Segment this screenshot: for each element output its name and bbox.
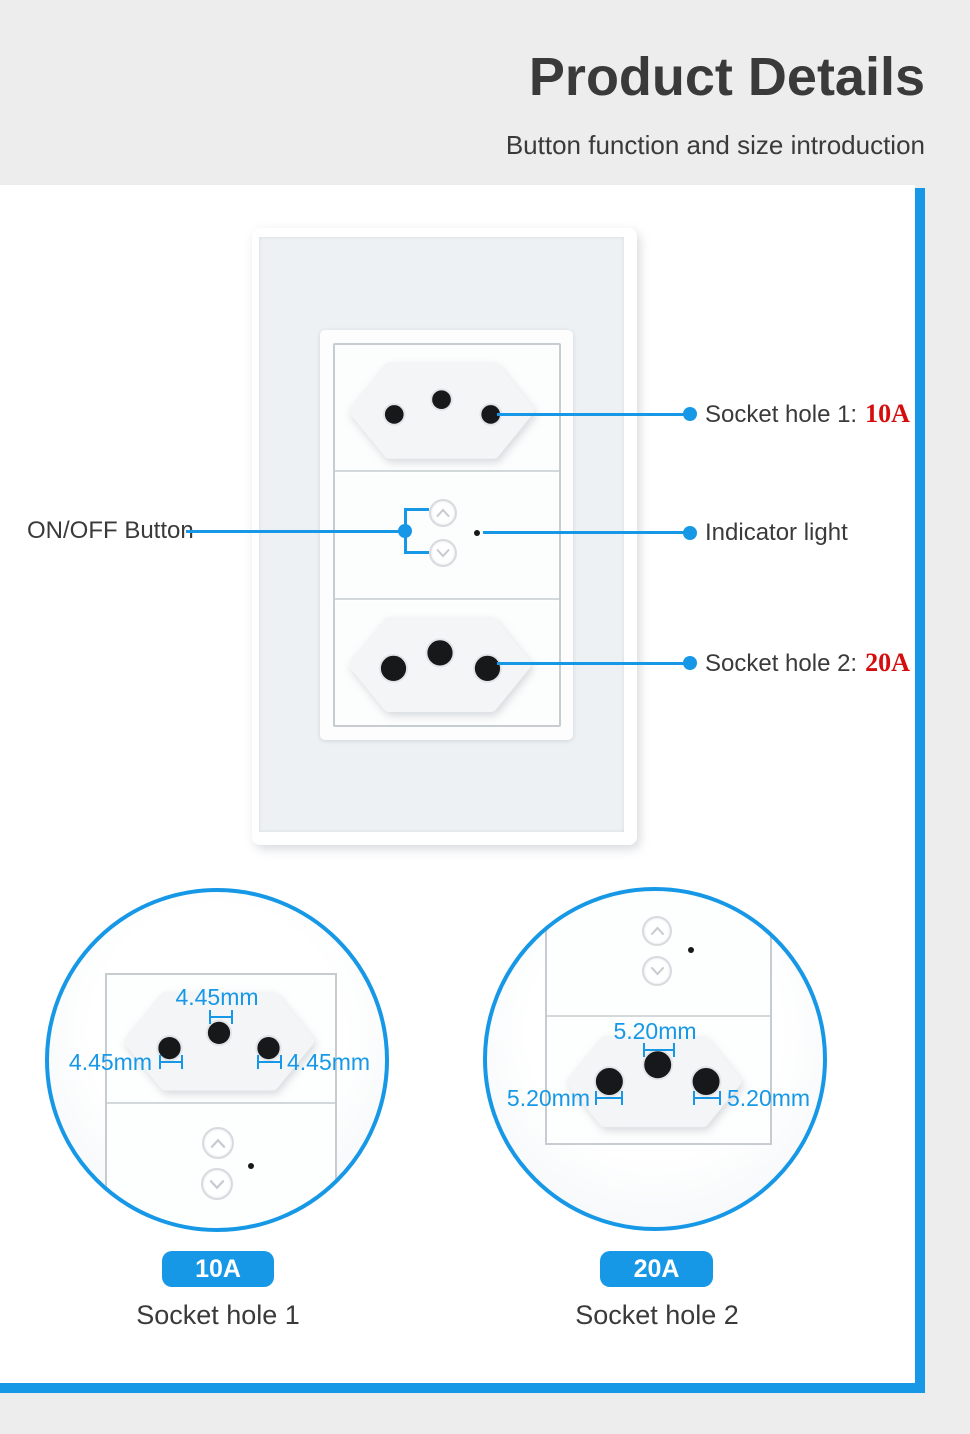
leader-dot (683, 407, 697, 421)
indicator-dot (248, 1163, 254, 1169)
callout-onoff-label: ON/OFF Button (27, 517, 194, 544)
pin-hole-left (382, 403, 406, 426)
page-subtitle: Button function and size introduction (505, 130, 925, 160)
callout-line-socket2 (497, 662, 687, 665)
chevron-down-icon (436, 549, 450, 558)
on-off-down-button (201, 1168, 233, 1200)
socket-hole-2-icon (348, 617, 532, 712)
module-divider-bottom (335, 598, 559, 600)
amp-badge-10a: 10A (162, 1251, 274, 1287)
socket-hole-1-icon (348, 362, 535, 459)
chevron-down-icon (650, 967, 664, 976)
pin-hole-right (472, 653, 502, 683)
page-title: Product Details (528, 47, 925, 107)
on-off-up-button (642, 916, 672, 946)
leader-dot (683, 526, 697, 540)
callout-socket1-label: Socket hole 1: 10A (705, 399, 910, 430)
callout-socket2-text: Socket hole 2: (705, 650, 858, 677)
pin-hole-center (430, 388, 453, 411)
indicator-dot (688, 947, 694, 953)
callout-bracket-vertical (404, 508, 407, 554)
dim-right-label: 4.45mm (287, 1049, 371, 1075)
callout-bracket-bottom (404, 551, 429, 554)
dim-right-bracket (693, 1091, 721, 1105)
dim-left-bracket (595, 1091, 623, 1105)
callout-socket1-text: Socket hole 1: (705, 401, 858, 428)
callout-bracket-top (404, 508, 429, 511)
callout-line-onoff (186, 530, 405, 533)
caption-socket1: Socket hole 1 (136, 1300, 300, 1330)
dim-left-label: 5.20mm (506, 1085, 590, 1111)
pin-hole-center (205, 1019, 233, 1047)
callout-line-indicator (483, 531, 687, 534)
dim-top-label: 5.20mm (613, 1018, 697, 1044)
caption-socket2: Socket hole 2 (575, 1300, 739, 1330)
on-off-down-button (642, 956, 672, 986)
dim-right-bracket (257, 1055, 282, 1069)
chevron-up-icon (650, 926, 664, 935)
amp-badge-20a: 20A (600, 1251, 713, 1287)
callout-socket2-label: Socket hole 2: 20A (705, 648, 910, 679)
panel-divider (547, 1015, 770, 1017)
zoom-circle-socket2: 5.20mm 5.20mm 5.20mm (483, 887, 827, 1231)
chevron-up-icon (436, 508, 450, 517)
callout-line-socket1 (497, 413, 687, 416)
blue-frame-bottom (0, 1383, 925, 1393)
on-off-up-button (429, 499, 457, 527)
panel-divider (107, 1102, 335, 1104)
callout-socket1-amp: 10A (865, 399, 910, 428)
dim-left-bracket (159, 1055, 183, 1069)
on-off-down-button (429, 539, 457, 567)
pin-hole-left (378, 653, 409, 683)
on-off-up-button (202, 1127, 234, 1159)
blue-frame-right (915, 188, 925, 1393)
indicator-dot (474, 530, 480, 536)
module-divider-top (335, 470, 559, 472)
zoom-circle-socket1: 4.45mm 4.45mm 4.45mm (45, 888, 389, 1232)
dim-right-label: 5.20mm (727, 1085, 811, 1111)
callout-socket2-amp: 20A (865, 648, 910, 677)
dim-left-label: 4.45mm (68, 1049, 152, 1075)
dim-top-bracket (209, 1010, 233, 1024)
callout-indicator-label: Indicator light (705, 519, 848, 546)
pin-hole-center (425, 638, 455, 668)
dim-top-bracket (643, 1043, 675, 1057)
chevron-down-icon (209, 1179, 225, 1189)
dim-top-label: 4.45mm (175, 984, 259, 1010)
chevron-up-icon (210, 1138, 226, 1148)
leader-dot (683, 656, 697, 670)
